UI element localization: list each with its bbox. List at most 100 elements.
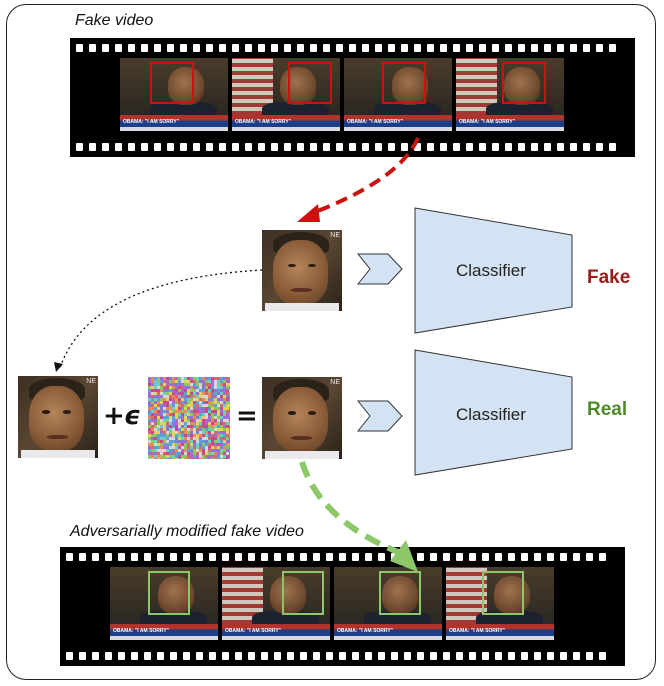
bottom-sprocket-hole [92, 652, 99, 660]
bottom-sprocket-hole [547, 553, 554, 561]
bottom-video-frame: OBAMA: "I AM SORRY" [446, 567, 554, 640]
bottom-sprocket-hole [495, 553, 502, 561]
bottom-sprocket-hole [430, 553, 437, 561]
noise-pattern [148, 377, 230, 459]
top-sprocket-hole [453, 143, 460, 151]
top-sprocket-hole [193, 44, 200, 52]
dotted-connector-icon [59, 269, 263, 369]
top-sprocket-hole [492, 143, 499, 151]
real-output-label: Real [587, 399, 628, 420]
green-dashed-arrow-icon [299, 461, 400, 555]
bottom-sprocket-hole [131, 553, 138, 561]
bottom-sprocket-hole [495, 652, 502, 660]
top-sprocket-hole [518, 44, 525, 52]
bottom-sprocket-hole [586, 652, 593, 660]
top-sprocket-hole [505, 44, 512, 52]
bottom-sprocket-hole [482, 652, 489, 660]
bottom-sprocket-hole [144, 553, 151, 561]
top-sprocket-hole [596, 44, 603, 52]
top-sprocket-hole [271, 44, 278, 52]
equals-operator: = [236, 401, 258, 431]
bottom-sprocket-hole [326, 652, 333, 660]
bottom-sprocket-hole [430, 652, 437, 660]
top-sprocket-hole [167, 44, 174, 52]
top-sprocket-hole [232, 143, 239, 151]
top-sprocket-hole [258, 143, 265, 151]
bottom-sprocket-hole [183, 553, 190, 561]
bottom-sprocket-hole [183, 652, 190, 660]
chevron-arrow-icon [357, 253, 403, 285]
top-sprocket-hole [401, 143, 408, 151]
top-sprocket-hole [583, 44, 590, 52]
bottom-sprocket-hole [352, 553, 359, 561]
top-sprocket-hole [102, 143, 109, 151]
top-sprocket-hole [531, 44, 538, 52]
bottom-sprocket-hole [274, 553, 281, 561]
top-sprocket-hole [414, 143, 421, 151]
bottom-sprocket-hole [235, 553, 242, 561]
ticker-text: OBAMA: "I AM SORRY" [449, 627, 506, 634]
bottom-sprocket-hole [469, 652, 476, 660]
bottom-sprocket-hole [313, 553, 320, 561]
top-sprocket-hole [89, 44, 96, 52]
classifier-bottom-label: Classifier [456, 405, 526, 424]
top-sprocket-hole [297, 143, 304, 151]
top-video-frame: OBAMA: "I AM SORRY" [120, 58, 228, 131]
bottom-sprocket-hole [339, 652, 346, 660]
top-sprocket-hole [245, 44, 252, 52]
bottom-sprocket-hole [79, 553, 86, 561]
bottom-sprocket-hole [209, 553, 216, 561]
bottom-sprocket-hole [365, 553, 372, 561]
top-sprocket-hole [362, 143, 369, 151]
top-sprocket-hole [180, 143, 187, 151]
top-sprocket-hole [583, 143, 590, 151]
top-sprocket-hole [128, 44, 135, 52]
bottom-sprocket-hole [521, 652, 528, 660]
top-sprocket-hole [479, 44, 486, 52]
top-sprocket-hole [349, 143, 356, 151]
bottom-sprocket-hole [326, 553, 333, 561]
bottom-sprocket-hole [599, 553, 606, 561]
bottom-sprocket-hole [573, 652, 580, 660]
ticker-text: OBAMA: "I AM SORRY" [459, 118, 516, 125]
bottom-sprocket-hole [534, 553, 541, 561]
top-sprocket-hole [609, 44, 616, 52]
bottom-sprocket-hole [196, 652, 203, 660]
top-video-frame: OBAMA: "I AM SORRY" [232, 58, 340, 131]
bottom-sprocket-hole [170, 652, 177, 660]
top-sprocket-hole [323, 44, 330, 52]
top-sprocket-hole [128, 143, 135, 151]
bottom-face-bounding-box [282, 571, 324, 615]
bottom-sprocket-hole [404, 652, 411, 660]
bottom-sprocket-hole [339, 553, 346, 561]
top-sprocket-hole [89, 143, 96, 151]
top-sprocket-hole [479, 143, 486, 151]
bottom-sprocket-hole [118, 652, 125, 660]
top-sprocket-hole [570, 44, 577, 52]
top-sprocket-hole [206, 143, 213, 151]
bottom-sprocket-hole [79, 652, 86, 660]
top-sprocket-hole [76, 44, 83, 52]
network-tag: NE [330, 232, 340, 239]
top-sprocket-hole [219, 143, 226, 151]
plus-operator: + [103, 401, 125, 431]
top-sprocket-hole [336, 44, 343, 52]
bottom-video-frame: OBAMA: "I AM SORRY" [222, 567, 330, 640]
network-tag-clean: NE [86, 378, 96, 385]
top-sprocket-hole [388, 44, 395, 52]
bottom-sprocket-hole [508, 553, 515, 561]
top-sprocket-hole [544, 143, 551, 151]
top-sprocket-hole [336, 143, 343, 151]
top-sprocket-hole [323, 143, 330, 151]
bottom-sprocket-hole [313, 652, 320, 660]
bottom-sprocket-hole [417, 652, 424, 660]
top-sprocket-hole [596, 143, 603, 151]
top-sprocket-hole [349, 44, 356, 52]
top-sprocket-hole [466, 143, 473, 151]
top-face-bounding-box [382, 62, 426, 104]
top-sprocket-hole [115, 143, 122, 151]
top-sprocket-hole [310, 143, 317, 151]
top-video-frame: OBAMA: "I AM SORRY" [344, 58, 452, 131]
bottom-sprocket-hole [235, 652, 242, 660]
